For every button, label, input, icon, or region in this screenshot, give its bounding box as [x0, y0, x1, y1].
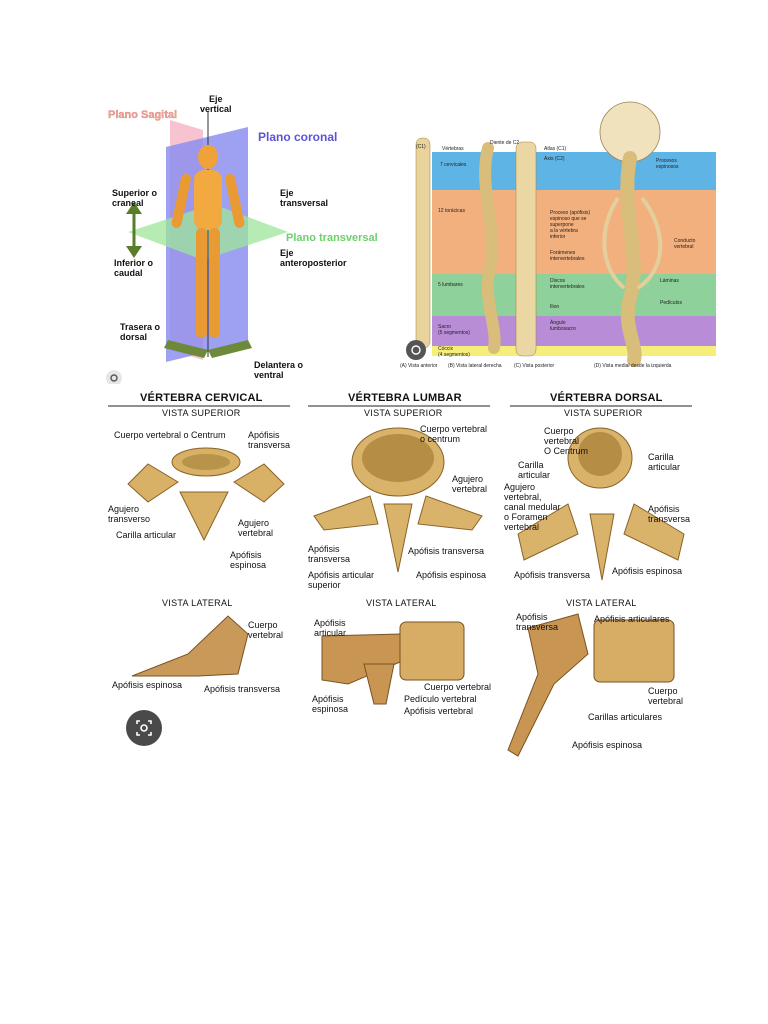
label-plano-transversal: Plano transversal	[286, 233, 378, 243]
label-eje-transversal: Eje transversal	[280, 188, 328, 208]
dorsal-label-apofisis-transversa-left: Apófisis transversa	[514, 570, 590, 580]
dorsal-lat-transversa: Apófisis transversa	[516, 612, 558, 632]
lumbar-label-apofisis-transversa-left: Apófisis transversa	[308, 544, 350, 564]
spinal-column-image: (C1) Vértebras Diente de C2 Atlas (C1) A…	[398, 98, 716, 376]
dorsal-label-cuerpo: Cuerpo vertebral O Centrum	[544, 426, 588, 456]
lens-icon	[406, 340, 426, 360]
label-superior-craneal: Superior o craneal	[112, 188, 157, 208]
cervical-label-agujero-transverso: Agujero transverso	[108, 504, 150, 524]
spine-label-foramenes: Forámenes intervertebrales	[550, 250, 584, 262]
lumbar-lat-apofisis-vertebral: Apófisis vertebral	[404, 706, 473, 716]
label-trasera-dorsal: Trasera o dorsal	[120, 322, 160, 342]
dorsal-lat-espinosa: Apófisis espinosa	[572, 740, 642, 750]
dorsal-lat-carillas: Carillas articulares	[588, 712, 662, 722]
label-delantera-ventral: Delantera o ventral	[254, 360, 303, 380]
label-eje-vertical: Eje vertical	[200, 94, 232, 114]
dorsal-superior-view: VISTA SUPERIOR	[564, 408, 643, 418]
lens-search-button-3[interactable]	[126, 710, 162, 746]
label-eje-anteroposterior: Eje anteroposterior	[280, 248, 347, 268]
lumbar-title: VÉRTEBRA LUMBAR	[348, 392, 462, 404]
cervical-label-apofisis-transversa: Apófisis transversa	[248, 430, 290, 450]
spine-label-atlas: Atlas (C1)	[544, 146, 566, 152]
spine-label-conducto: Conducto vertebral	[674, 238, 695, 250]
dorsal-label-apofisis-transversa-right: Apófisis transversa	[648, 504, 690, 524]
cervical-label-apofisis-espinosa: Apófisis espinosa	[230, 550, 266, 570]
spine-caption-b: (B) Vista lateral derecha	[448, 363, 502, 369]
dorsal-lat-cuerpo: Cuerpo vertebral	[648, 686, 683, 706]
lens-search-button-2[interactable]	[406, 340, 426, 360]
cervical-lat-cuerpo: Cuerpo vertebral	[248, 620, 283, 640]
spine-caption-d: (D) Vista medial desde la izquierda	[594, 363, 671, 369]
spine-label-ilion: Ilion	[550, 304, 559, 310]
lumbar-label-agujero: Agujero vertebral	[452, 474, 487, 494]
spine-caption-c: (C) Vista posterior	[514, 363, 554, 369]
dorsal-label-carilla-left: Carilla articular	[518, 460, 550, 480]
lumbar-lat-cuerpo: Cuerpo vertebral	[424, 682, 491, 692]
spine-label-discos: Discos intervertebrales	[550, 278, 584, 290]
spine-caption-a: (A) Vista anterior	[400, 363, 437, 369]
spine-label-procesos-espinosos: Procesos espinosos	[656, 158, 679, 170]
spine-label-toracicas: 12 torácicas	[438, 208, 465, 214]
spine-label-diente: Diente de C2	[490, 140, 519, 146]
lumbar-lat-pediculo: Pedículo vertebral	[404, 694, 477, 704]
vertebrae-types-image: VÉRTEBRA CERVICAL VISTA SUPERIOR VISTA L…	[108, 384, 692, 764]
label-plano-coronal: Plano coronal	[258, 132, 337, 142]
lumbar-label-espinosa: Apófisis espinosa	[416, 570, 486, 580]
spine-label-c1: (C1)	[416, 144, 426, 150]
spine-label-coccix: Cóccix (4 segmentos)	[438, 346, 470, 358]
lumbar-lat-articular: Apófisis articular	[314, 618, 346, 638]
cervical-lat-espinosa: Apófisis espinosa	[112, 680, 182, 690]
lumbar-label-apofisis-transversa-right: Apófisis transversa	[408, 546, 484, 556]
lumbar-label-cuerpo: Cuerpo vertebral o centrum	[420, 424, 487, 444]
spine-label-laminas: Láminas	[660, 278, 679, 284]
label-inferior-caudal: Inferior o caudal	[114, 258, 153, 278]
dorsal-title: VÉRTEBRA DORSAL	[550, 392, 663, 404]
lumbar-lateral-view: VISTA LATERAL	[366, 598, 437, 608]
spine-label-angulo: Ángulo lumbosacro	[550, 320, 576, 332]
spine-label-axis: Axis (C2)	[544, 156, 565, 162]
label-plano-sagital: Plano Sagital	[108, 110, 177, 120]
spine-label-proceso: Proceso (apófisis) espinoso que se super…	[550, 210, 590, 240]
dorsal-lat-articulares: Apófisis articulares	[594, 614, 670, 624]
cervical-label-agujero-vertebral: Agujero vertebral	[238, 518, 273, 538]
cervical-title: VÉRTEBRA CERVICAL	[140, 392, 263, 404]
dorsal-lateral-view: VISTA LATERAL	[566, 598, 637, 608]
lumbar-superior-view: VISTA SUPERIOR	[364, 408, 443, 418]
cervical-lat-transversa: Apófisis transversa	[204, 684, 280, 694]
cervical-label-cuerpo: Cuerpo vertebral o Centrum	[114, 430, 226, 440]
vertebrae-illustration	[108, 384, 692, 764]
dorsal-label-espinosa: Apófisis espinosa	[612, 566, 682, 576]
lumbar-label-articular-superior: Apófisis articular superior	[308, 570, 374, 590]
dorsal-label-agujero: Agujero vertebral, canal medular o Foram…	[504, 482, 561, 532]
dorsal-label-carilla-right: Carilla articular	[648, 452, 680, 472]
lumbar-lat-espinosa: Apófisis espinosa	[312, 694, 348, 714]
spine-label-lumbares: 5 lumbares	[438, 282, 463, 288]
cervical-label-carilla: Carilla articular	[116, 530, 176, 540]
spine-label-sacro: Sacro (5 segmentos)	[438, 324, 470, 336]
anatomical-planes-image: Plano Sagital Eje vertical Plano coronal…	[108, 92, 384, 382]
cervical-lateral-view: VISTA LATERAL	[162, 598, 233, 608]
spine-label-vertebras: Vértebras	[442, 146, 464, 152]
spine-label-pediculos: Pedículos	[660, 300, 682, 306]
lens-icon	[126, 710, 162, 746]
spine-label-cervicales: 7 cervicales	[440, 162, 466, 168]
cervical-superior-view: VISTA SUPERIOR	[162, 408, 241, 418]
